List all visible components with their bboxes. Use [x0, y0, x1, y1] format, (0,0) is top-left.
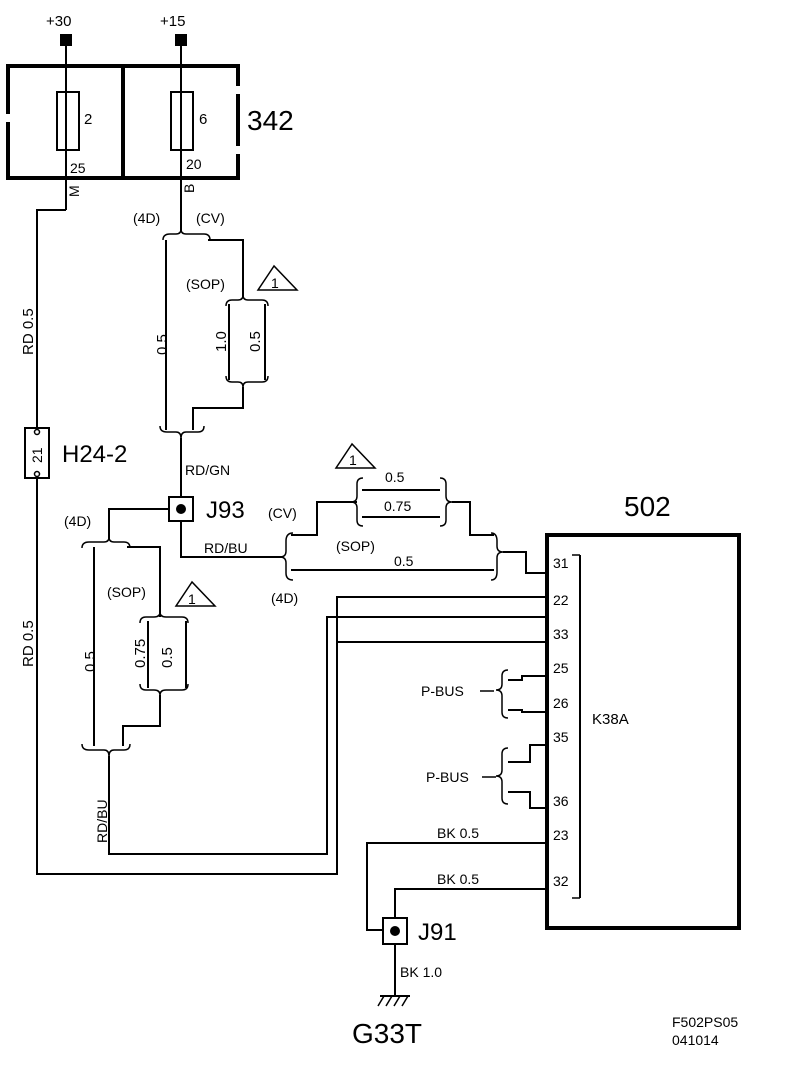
ground-label: G33T	[352, 1018, 422, 1049]
label-plus30: +30	[46, 13, 71, 30]
fusebox-342	[5, 64, 242, 180]
wire-label-rd-gn: RD/GN	[185, 462, 230, 478]
wire-label-rd-bu-top: RD/BU	[204, 540, 248, 556]
ground-icon	[377, 995, 410, 1007]
fuse-2	[56, 91, 80, 151]
wire-label-rd05-lower: RD 0.5	[20, 620, 37, 667]
footer-date: 041014	[672, 1032, 719, 1048]
size-10: 1.0	[213, 331, 230, 352]
j91-label: J91	[418, 919, 457, 946]
variant-sop-top: (SOP)	[186, 276, 225, 292]
pin-26: 26	[553, 695, 569, 711]
wire-label-rd-bu-bottom: RD/BU	[94, 799, 110, 843]
fuse-right-number: 6	[199, 111, 207, 128]
footer-code: F502PS05	[672, 1014, 738, 1030]
variant-cv-mid: (CV)	[268, 505, 297, 521]
size-05-b: 0.5	[247, 331, 264, 352]
h24-label: H24-2	[62, 441, 127, 468]
pbus-label-1: P-BUS	[421, 683, 464, 699]
pin-36: 36	[553, 793, 569, 809]
terminal-plus15	[175, 34, 187, 46]
pin-25: 25	[553, 660, 569, 676]
fuse-left-pin: 25	[70, 160, 86, 176]
pin-23: 23	[553, 827, 569, 843]
variant-4d-top: (4D)	[133, 210, 160, 226]
warning-triangle-mid	[334, 442, 377, 469]
pin-32: 32	[553, 873, 569, 889]
wire-label-bk-23: BK 0.5	[437, 825, 479, 841]
pin-33: 33	[553, 626, 569, 642]
pin-31: 31	[553, 555, 569, 571]
warning-num-top: 1	[271, 275, 279, 291]
module-pins: 31 22 33 25 26 35 36 23 32	[553, 555, 569, 889]
pin-22: 22	[553, 592, 569, 608]
variant-4d-left: (4D)	[64, 513, 91, 529]
pbus-label-2: P-BUS	[426, 769, 469, 785]
module-id: 502	[624, 491, 671, 522]
size-05-mid2: 0.5	[394, 553, 414, 569]
warning-triangle-left	[174, 580, 217, 607]
variant-sop-mid: (SOP)	[336, 538, 375, 554]
wire-label-rd05-upper: RD 0.5	[20, 308, 37, 355]
terminal-plus30	[60, 34, 72, 46]
warning-num-mid: 1	[349, 452, 357, 468]
variant-4d-mid: (4D)	[271, 590, 298, 606]
warning-num-left: 1	[188, 591, 196, 607]
variant-sop-left: (SOP)	[107, 584, 146, 600]
fusebox-id: 342	[247, 105, 294, 136]
fuse-left-number: 2	[84, 111, 92, 128]
h24-pin: 21	[29, 447, 45, 463]
pin-35: 35	[553, 729, 569, 745]
label-plus15: +15	[160, 13, 185, 30]
size-075-mid: 0.75	[384, 498, 411, 514]
variant-cv-top: (CV)	[196, 210, 225, 226]
j93-label: J93	[206, 497, 245, 524]
module-502	[545, 533, 741, 930]
size-05-left: 0.5	[82, 651, 99, 672]
size-05-a: 0.5	[154, 334, 171, 355]
size-05-mid1: 0.5	[385, 469, 405, 485]
size-05-left2: 0.5	[159, 647, 176, 668]
wire-label-bk-10: BK 1.0	[400, 964, 442, 980]
wire-code-m: M	[66, 185, 82, 197]
connector-k38a-label: K38A	[592, 711, 629, 728]
wire-code-b: B	[181, 184, 197, 193]
wire-label-bk-32: BK 0.5	[437, 871, 479, 887]
warning-triangle-top	[256, 264, 299, 291]
size-075-left: 0.75	[132, 639, 149, 668]
fuse-right-pin: 20	[186, 156, 202, 172]
